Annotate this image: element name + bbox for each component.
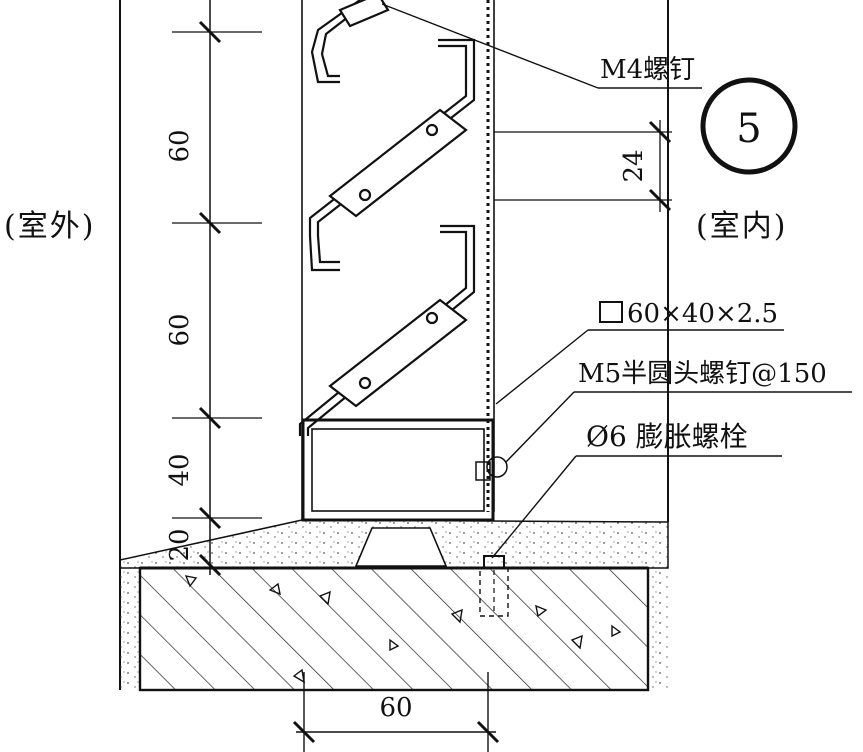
fastener-block	[475, 461, 491, 481]
aggregate-marks	[184, 575, 622, 684]
left-extension-lines	[172, 31, 262, 519]
leader-m4	[381, 3, 702, 89]
concrete-base	[120, 566, 668, 692]
tube-square-symbol	[599, 301, 623, 323]
right-dimension	[494, 120, 672, 212]
dim-left-middle: 60	[165, 313, 195, 346]
detail-index-circle	[700, 77, 798, 175]
leader-m5	[505, 391, 575, 463]
leader-tube	[495, 329, 589, 405]
label-anchor-bolt: Ø6 膨胀螺栓	[586, 420, 748, 453]
louver-blade-1	[310, 0, 390, 84]
louver-hook-2	[298, 224, 476, 436]
mortar-wedge	[354, 527, 448, 567]
louver-hook-1	[308, 38, 476, 236]
anchor-bolt	[479, 555, 509, 617]
louver-blade-2	[308, 235, 340, 272]
dim-right-gap: 24	[619, 149, 649, 182]
dim-left-lower: 40	[165, 453, 195, 486]
label-indoor: (室内)	[696, 209, 787, 244]
label-screw-m4: M4螺钉	[600, 55, 695, 85]
dim-left-upper: 60	[165, 129, 195, 162]
dim-base-width: 60	[379, 693, 412, 723]
label-outdoor: (室外)	[4, 209, 95, 244]
detail-index-number: 5	[736, 106, 761, 152]
m5-screw-marker	[486, 456, 508, 478]
steel-tube-section	[301, 418, 495, 522]
base-width-dimension	[292, 672, 500, 752]
label-screw-m5: M5半圆头螺钉@150	[578, 359, 827, 389]
label-tube: 60×40×2.5	[627, 299, 778, 329]
